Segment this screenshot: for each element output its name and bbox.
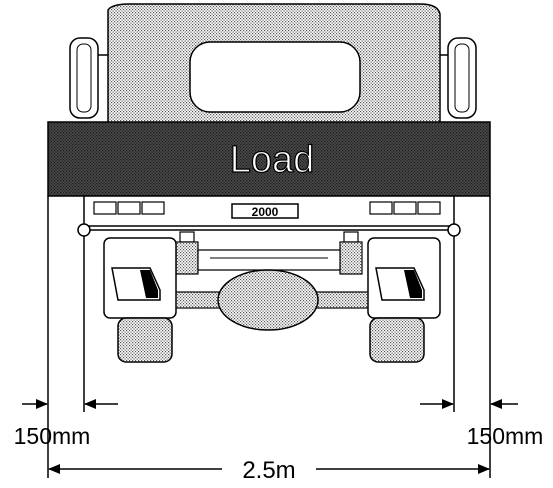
tail-light [393,201,417,215]
chassis [159,231,381,331]
number-plate [231,203,299,219]
right-mirror [440,37,477,119]
left-offset-label: 150mm [14,423,91,449]
number-plate-text: 2000 [252,205,279,219]
load-label: Load [230,139,315,181]
tail-light [141,201,165,215]
right-wheel [367,237,441,363]
differential [217,269,319,331]
bumper-end-left [77,223,91,237]
rear-window [189,41,361,113]
tail-light [117,201,141,215]
left-wheel [103,237,177,363]
tail-light [417,201,441,215]
dimension-lines [47,196,491,478]
tail-light [369,201,393,215]
total-width-dimension: 2.5m [48,457,490,484]
right-tyre [369,317,425,363]
total-width-label: 2.5m [242,457,295,484]
right-offset-label: 150mm [467,423,544,449]
left-tyre [117,317,173,363]
load-block: Load [47,121,491,197]
left-mirror [69,37,108,119]
tail-light [93,201,117,215]
truck-cab [107,3,441,126]
bumper-end-right [447,223,461,237]
tray-bed: 2000 [83,195,455,227]
